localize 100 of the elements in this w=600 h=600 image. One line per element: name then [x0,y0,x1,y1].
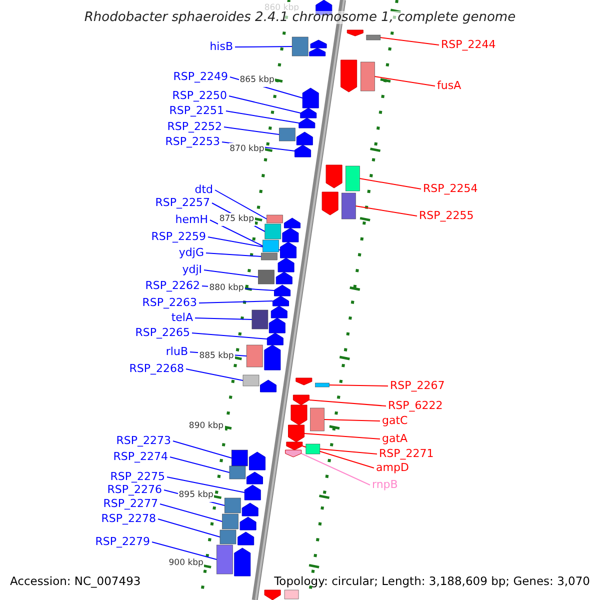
accession-text: Accession: NC_007493 [10,575,141,588]
leader-line [166,476,246,493]
gene-block [260,380,276,392]
gene-block [222,514,238,530]
genome-summary-text: Topology: circular; Length: 3,188,609 bp; Genes: 3,070 [274,575,590,588]
gene-label: RSP_2254 [423,182,478,195]
gene-block [346,166,360,192]
gene-block [360,62,375,92]
leader-line [210,220,264,246]
gene-label: RSP_2263 [142,296,197,309]
gene-label: RSP_2252 [167,120,222,133]
gene-block [294,144,312,158]
leader-line [228,96,301,114]
gene-label: RSP_2255 [419,209,474,222]
gene-block [292,394,310,406]
gene-label: rnpB [372,478,398,491]
gene-block [220,530,236,544]
gene-block [242,502,258,516]
gene-label: RSP_2267 [390,379,445,392]
gene-label: dtd [194,183,213,196]
gene-block [340,60,358,92]
gene-block [276,272,292,284]
gene-block [310,40,327,48]
gene-label: RSP_2257 [155,196,210,209]
position-label: 865 kbp [238,74,276,87]
gene-block [262,240,279,252]
gene-block [270,306,288,318]
gene-label: gatC [382,414,408,427]
gene-block [298,118,316,128]
gene-label: telA [171,311,193,324]
leader-line [359,178,422,190]
gene-block [258,270,274,284]
leader-line [170,456,230,473]
gene-block [248,452,266,470]
leader-line [206,252,262,257]
position-label: 870 kbp [228,143,266,156]
leader-line [214,190,268,220]
gene-label: fusA [437,79,462,92]
gene-block [326,164,342,188]
gene-block [272,296,289,306]
gene-label: ydjI [182,263,202,276]
gene-block [229,466,246,480]
leader-line [308,400,386,406]
position-label: 900 kbp [168,557,204,570]
gene-label: RSP_6222 [388,399,443,412]
gene-label: RSP_2249 [173,70,228,83]
leader-line [302,446,374,468]
leader-line [172,440,232,458]
leader-line [304,433,380,440]
leader-line [192,332,268,340]
gene-label: RSP_2251 [169,104,224,117]
leader-line [380,37,440,46]
leader-line [194,318,252,320]
gene-block [264,224,282,240]
leader-line [158,518,220,538]
gene-block [216,544,233,574]
leader-line [186,368,244,381]
gene-block [278,258,294,272]
gene-block [252,310,268,330]
gene-label: RSP_2271 [379,447,434,460]
leader-line [328,384,388,386]
gene-label: hemH [175,213,208,226]
leader-line [319,448,378,454]
gene-block [284,218,300,228]
position-label: 880 kbp [208,282,245,295]
gene-label: gatA [382,432,408,445]
gene-label: hisB [210,40,233,53]
gene-block [238,532,254,546]
gene-block [261,252,278,260]
gene-block [282,228,299,242]
gene-block [280,242,296,258]
gene-block [302,88,319,108]
gene-block [290,404,308,426]
gene-label: RSP_2262 [145,279,200,292]
gene-block [231,450,248,466]
gene-block [346,30,364,36]
position-label: 895 kbp [178,489,214,502]
gene-label: RSP_2279 [95,535,150,548]
gene-label: RSP_2273 [116,434,171,447]
gene-block [264,590,281,600]
gene-block [246,344,263,368]
leader-line [204,270,259,278]
position-label: 890 kbp [188,420,225,433]
leader-line [374,76,436,86]
gene-block [284,590,299,600]
gene-label: RSP_2265 [135,326,190,339]
gene-label: RSP_2250 [172,89,227,102]
gene-block [322,192,338,216]
gene-block [274,284,291,296]
gene-block [246,472,263,484]
leader-line [355,206,418,216]
gene-block [342,192,356,220]
gene-block [366,34,381,40]
gene-label: RSP_2268 [129,362,184,375]
gene-label: ydjG [178,246,204,259]
leader-line [160,504,223,522]
gene-label: RSP_2278 [101,512,156,525]
gene-label: RSP_2274 [113,450,168,463]
leader-line [234,46,293,48]
leader-line [224,126,280,135]
